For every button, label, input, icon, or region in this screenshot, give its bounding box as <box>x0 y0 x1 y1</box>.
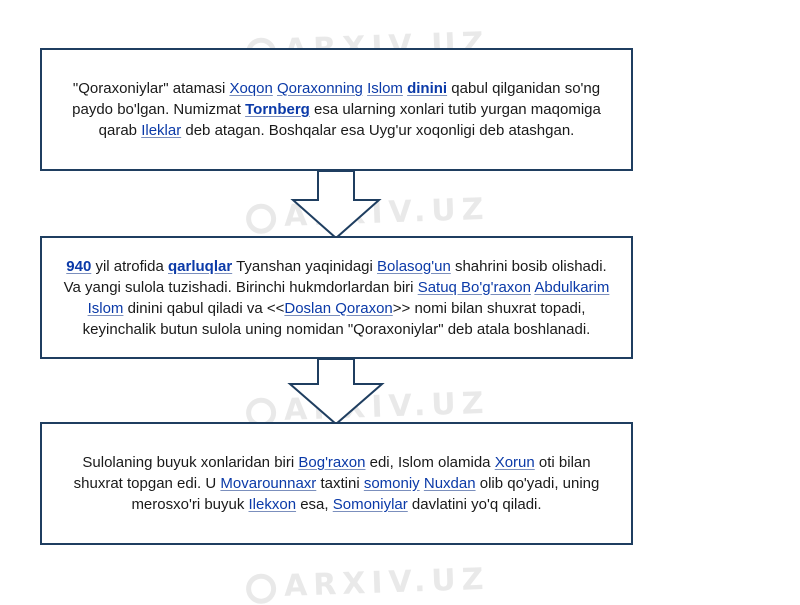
text-fragment: taxtini <box>316 475 364 492</box>
hyperlink[interactable]: Nuxdan <box>423 475 476 492</box>
text-fragment: Sulolaning buyuk xonlaridan biri <box>82 454 299 471</box>
hyperlink[interactable]: Satuq Bo'g'raxon <box>417 278 531 296</box>
hyperlink[interactable]: Ilekxon <box>248 496 297 513</box>
box-2-text: 940 yil atrofida qarluqlar Tyanshan yaqi… <box>56 256 617 340</box>
hyperlink[interactable]: Somoniylar <box>332 496 408 513</box>
text-fragment: yil atrofida <box>91 257 168 275</box>
text-fragment: davlatini yo'q qiladi. <box>407 496 542 513</box>
text-fragment: "Qoraxoniylar" atamasi <box>72 80 230 97</box>
hyperlink[interactable]: Xoqon <box>229 80 273 97</box>
diagram-box-2: 940 yil atrofida qarluqlar Tyanshan yaqi… <box>40 236 633 359</box>
diagram-box-3: Sulolaning buyuk xonlaridan biri Bog'rax… <box>40 422 633 545</box>
hyperlink[interactable]: somoniy <box>363 475 420 492</box>
hyperlink[interactable]: Tornberg <box>245 101 310 118</box>
text-fragment: deb atagan. Boshqalar esa Uyg'ur xoqonli… <box>181 122 575 139</box>
text-fragment: Tyanshan yaqinidagi <box>232 257 378 275</box>
text-fragment: esa ularning xonlari tutib yurgan maqomi… <box>98 101 601 139</box>
connector-arrow-1-to-2 <box>290 170 382 240</box>
text-fragment: shahrini bosib olishadi. Va yangi sulola… <box>63 257 607 296</box>
hyperlink[interactable]: Doslan Qoraxon <box>284 299 393 317</box>
hyperlink[interactable]: 940 <box>66 257 92 275</box>
hyperlink[interactable]: Xorun <box>494 454 535 471</box>
box-3-text: Sulolaning buyuk xonlaridan biri Bog'rax… <box>56 452 617 515</box>
text-fragment: oti bilan shuxrat topgan edi. U <box>73 454 591 492</box>
text-fragment: >> nomi bilan shuxrat topadi, keyinchali… <box>82 299 591 338</box>
text-fragment: qabul qilganidan so'ng paydo bo'lgan. Nu… <box>72 80 601 118</box>
hyperlink[interactable]: Islom <box>87 299 124 317</box>
box-1-text: "Qoraxoniylar" atamasi Xoqon Qoraxonning… <box>56 78 617 141</box>
hyperlink[interactable]: Islom <box>367 80 403 97</box>
hyperlink[interactable]: Ileklar <box>141 122 182 139</box>
hyperlink[interactable]: qarluqlar <box>168 257 233 275</box>
text-fragment: edi, Islom olamida <box>365 454 495 471</box>
text-fragment: dinini qabul qiladi va << <box>123 299 285 317</box>
connector-arrow-2-to-3 <box>287 358 385 426</box>
hyperlink[interactable]: Movarounnaxr <box>220 475 317 492</box>
hyperlink[interactable]: Bolasog'un <box>377 257 451 275</box>
text-fragment: esa, <box>296 496 333 513</box>
text-fragment: olib qo'yadi, uning merosxo'ri buyuk <box>131 475 600 513</box>
hyperlink[interactable]: Abdulkarim <box>534 278 610 296</box>
diagram-box-1: "Qoraxoniylar" atamasi Xoqon Qoraxonning… <box>40 48 633 171</box>
hyperlink[interactable]: dinini <box>407 80 448 97</box>
hyperlink[interactable]: Qoraxonning <box>277 80 363 97</box>
hyperlink[interactable]: Bog'raxon <box>298 454 366 471</box>
